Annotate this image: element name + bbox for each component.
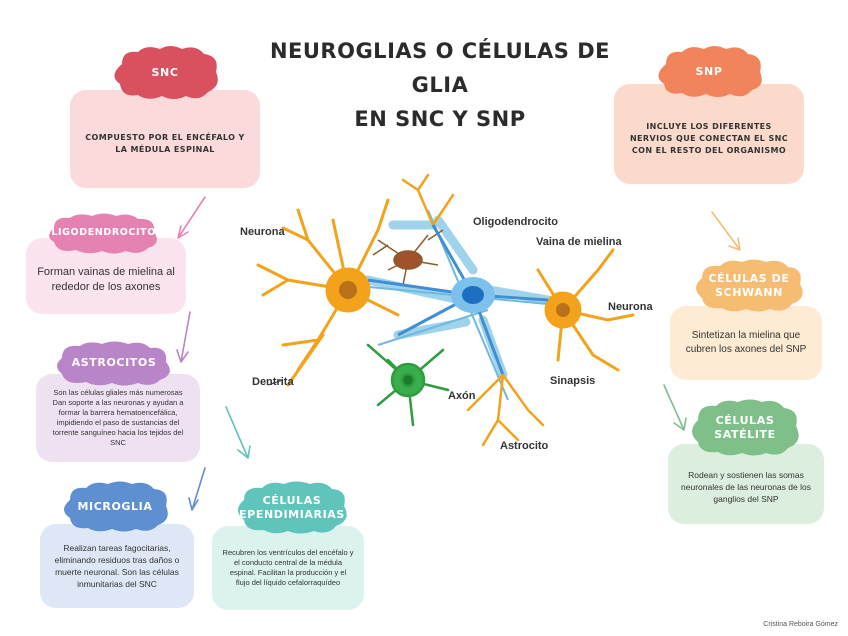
ependimarias-description: Recubren los ventrículos del encéfalo y … — [222, 548, 354, 587]
neuroglia-illustration: Neurona Oligodendrocito Vaina de mielina… — [228, 170, 653, 470]
label-neurona-right: Neurona — [608, 301, 653, 313]
arrow-astro-ependi — [225, 406, 251, 459]
oligodendrocitos-cloud: OLIGODENDROCITOS — [42, 212, 164, 254]
microglia-cloud: MICROGLIA — [58, 480, 172, 534]
label-dentrita: Dentrita — [252, 376, 294, 388]
oligodendrocitos-label: OLIGODENDROCITOS — [42, 227, 164, 238]
schwann-label: CÉLULAS DE SCHWANN — [708, 272, 790, 299]
oligodendrocitos-cloud-shape — [49, 213, 157, 254]
microglia-cell — [372, 229, 444, 286]
astrocyte-cell — [366, 343, 450, 427]
oligodendrocyte-cell — [367, 224, 549, 376]
satelite-description: Rodean y sostienen las somas neuronales … — [681, 470, 811, 504]
snp-cloud-shape — [658, 46, 762, 97]
neuron-left — [256, 198, 400, 387]
title-line-2: EN SNC Y SNP — [354, 107, 526, 131]
astrocitos-description-box: Son las células gliales más numerosas Da… — [36, 374, 200, 462]
microglia-cloud-shape — [64, 481, 168, 532]
snp-description-box: INCLUYE LOS DIFERENTES NERVIOS QUE CONEC… — [614, 84, 804, 184]
snc-description: COMPUESTO POR EL ENCÉFALO Y LA MÉDULA ES… — [85, 133, 245, 154]
snp-label: SNP — [695, 65, 723, 78]
arrow-astro-micro — [188, 467, 206, 511]
label-vaina-mielina: Vaina de mielina — [536, 236, 622, 248]
ependimarias-description-box: Recubren los ventrículos del encéfalo y … — [212, 526, 364, 610]
snp-cloud: SNP — [652, 44, 766, 100]
satelite-label: CÉLULAS SATÉLITE — [714, 414, 776, 441]
oligodendrocitos-description: Forman vainas de mielina al rededor de l… — [37, 266, 175, 293]
schwann-cloud: CÉLULAS DE SCHWANN — [690, 258, 808, 314]
label-axon: Axón — [448, 390, 476, 402]
snc-label: SNC — [151, 66, 179, 79]
bottom-branches — [466, 373, 545, 447]
astrocitos-description: Son las células gliales más numerosas Da… — [52, 388, 184, 447]
page-title: NEUROGLIAS O CÉLULAS DE GLIA EN SNC Y SN… — [250, 34, 630, 136]
astrocitos-cloud: ASTROCITOS — [52, 340, 176, 386]
ependimarias-cloud-shape — [238, 481, 347, 534]
satelite-cloud-shape — [692, 399, 799, 456]
snc-description-box: COMPUESTO POR EL ENCÉFALO Y LA MÉDULA ES… — [70, 90, 260, 188]
label-sinapsis: Sinapsis — [550, 375, 596, 387]
snp-description: INCLUYE LOS DIFERENTES NERVIOS QUE CONEC… — [629, 122, 789, 155]
astrocitos-cloud-shape — [57, 341, 170, 386]
label-oligodendrocito: Oligodendrocito — [473, 216, 558, 228]
author-credit: Cristina Reboira Gómez — [763, 621, 838, 628]
neuron-right — [536, 248, 635, 372]
title-line-1: NEUROGLIAS O CÉLULAS DE GLIA — [269, 39, 611, 97]
dentrita-pointer — [267, 379, 284, 386]
satelite-description-box: Rodean y sostienen las somas neuronales … — [668, 444, 824, 524]
label-neurona-left: Neurona — [240, 226, 285, 238]
satelite-cloud: CÉLULAS SATÉLITE — [686, 398, 804, 458]
ependimarias-cloud: CÉLULAS EPENDIMIARIAS — [232, 480, 352, 536]
arrow-snc-oligo — [177, 196, 206, 239]
top-branches — [401, 173, 455, 227]
schwann-cloud-shape — [696, 259, 803, 312]
snc-cloud: SNC — [108, 44, 222, 102]
schwann-description-box: Sintetizan la mielina que cubren los axo… — [670, 306, 822, 380]
ependimarias-label: CÉLULAS EPENDIMIARIAS — [239, 494, 345, 521]
astrocitos-label: ASTROCITOS — [71, 356, 157, 369]
neuron-illustration-svg — [256, 173, 635, 447]
label-astrocito: Astrocito — [500, 440, 549, 452]
snc-cloud-shape — [114, 46, 218, 99]
microglia-description-box: Realizan tareas fagocitarias, eliminando… — [40, 524, 194, 608]
arrow-schwann-satelite — [663, 384, 687, 431]
arrow-snp-schwann — [711, 211, 741, 251]
microglia-description: Realizan tareas fagocitarias, eliminando… — [54, 543, 180, 589]
schwann-description: Sintetizan la mielina que cubren los axo… — [685, 330, 807, 355]
arrow-oligo-astro — [176, 311, 191, 363]
microglia-label: MICROGLIA — [77, 500, 153, 513]
